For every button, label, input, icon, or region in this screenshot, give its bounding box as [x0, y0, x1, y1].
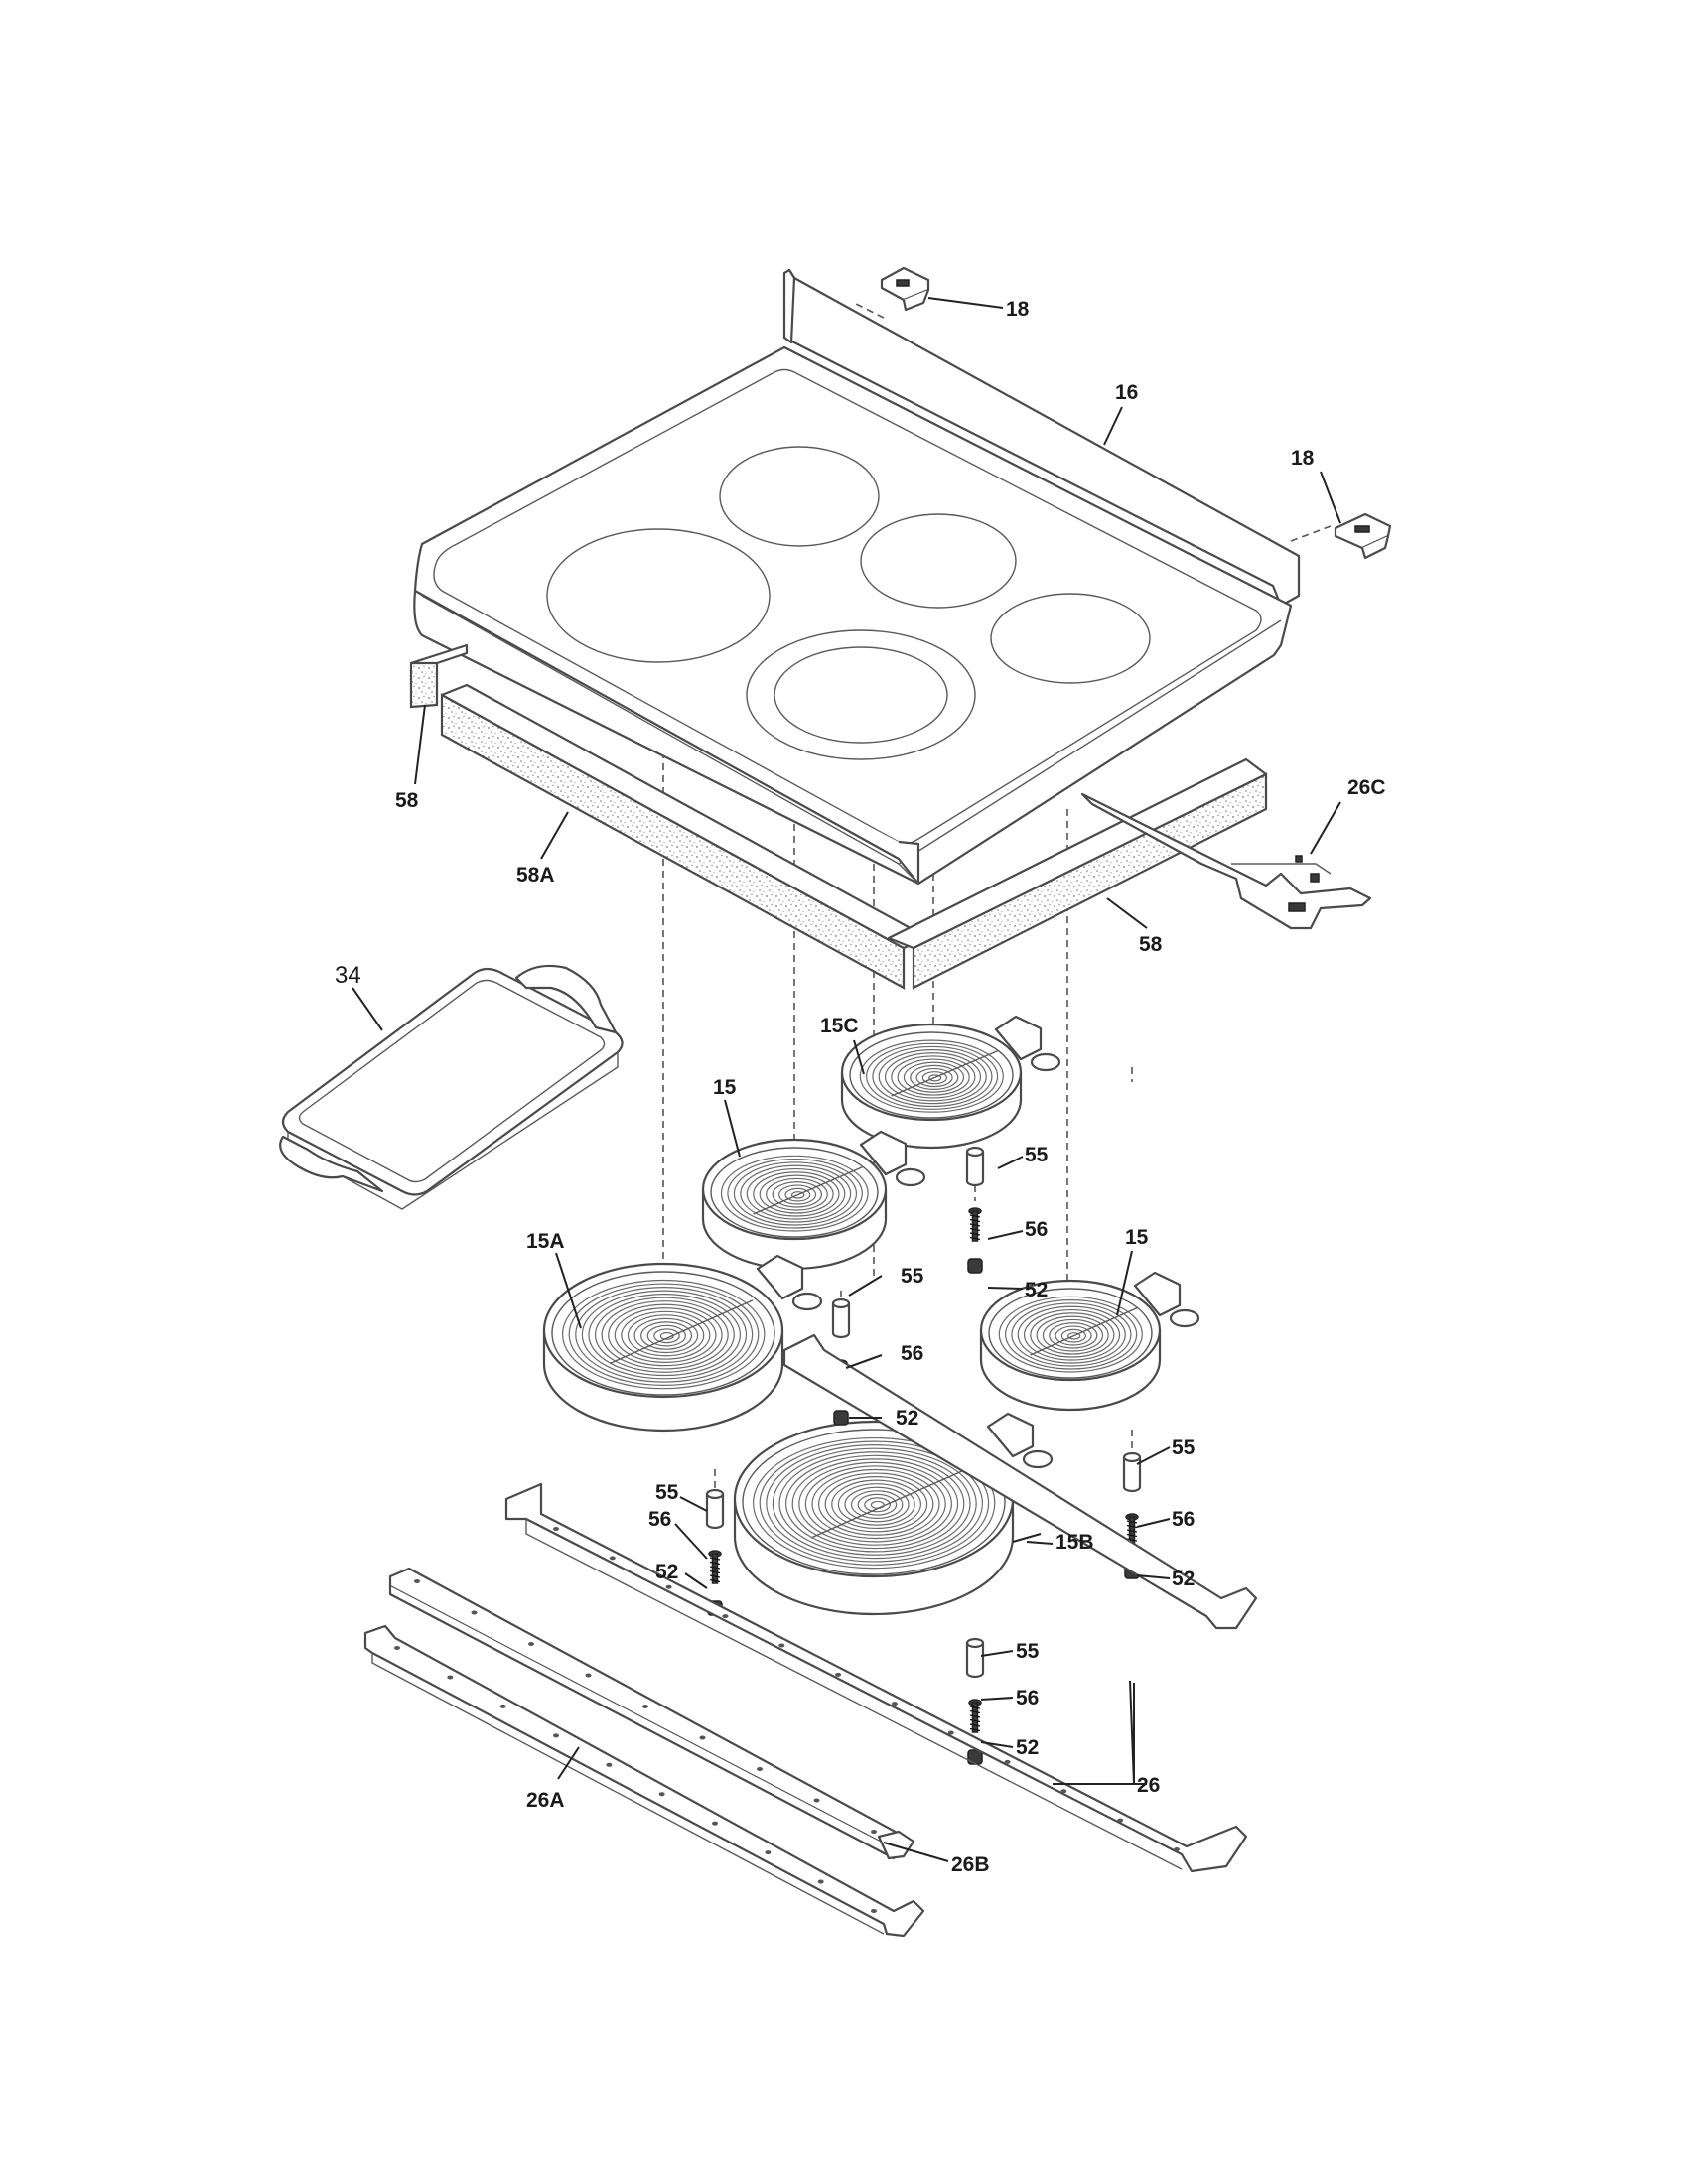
label-52-center: 52 [1025, 1279, 1048, 1301]
label-58-left: 58 [395, 789, 419, 812]
burner-15A [542, 1254, 823, 1433]
rear-bracket-26C [1080, 792, 1372, 930]
part-labels: 18 16 18 58 58A 26C 58 34 15C 15 55 56 5… [335, 298, 1386, 1876]
burner-15B [733, 1412, 1054, 1616]
label-56-right: 56 [1172, 1508, 1195, 1531]
fasteners-left [705, 1488, 725, 1616]
label-52-right: 52 [1172, 1568, 1195, 1590]
leader-lines [352, 297, 1341, 1862]
label-56-bottom: 56 [1016, 1687, 1039, 1709]
label-58A: 58A [516, 864, 555, 887]
label-16: 16 [1115, 381, 1138, 404]
label-15-right: 15 [1125, 1226, 1149, 1249]
label-55-center: 55 [1025, 1144, 1049, 1166]
burner-15C [840, 1015, 1061, 1150]
label-55-middle: 55 [901, 1265, 924, 1288]
label-55-left: 55 [655, 1481, 679, 1504]
label-15A: 15A [526, 1230, 565, 1253]
label-18-top: 18 [1006, 298, 1030, 321]
burner-15-right [979, 1271, 1200, 1412]
support-rail-26-front [504, 1482, 1248, 1873]
burner-elements [542, 1015, 1200, 1616]
label-26A: 26A [526, 1789, 565, 1812]
label-15C: 15C [820, 1015, 859, 1037]
gasket-strip-58-left [409, 643, 469, 709]
label-15-left: 15 [713, 1076, 737, 1099]
label-58-right: 58 [1139, 933, 1163, 956]
label-26C: 26C [1347, 776, 1386, 799]
label-15B: 15B [1055, 1531, 1094, 1554]
label-55-right: 55 [1172, 1436, 1196, 1459]
griddle-34 [279, 964, 624, 1210]
label-56-middle: 56 [901, 1342, 923, 1365]
label-56-center: 56 [1025, 1218, 1048, 1241]
label-56-left: 56 [648, 1508, 671, 1531]
fastener-stacks [705, 1146, 1142, 1765]
label-52-bottom: 52 [1016, 1736, 1039, 1759]
label-34: 34 [335, 962, 361, 989]
label-18-right: 18 [1291, 447, 1315, 470]
label-52-left: 52 [655, 1561, 678, 1583]
support-rail-26A [363, 1624, 925, 1938]
label-52-middle: 52 [896, 1407, 918, 1430]
support-rail-26-rear [782, 1333, 1258, 1630]
burner-15-left [701, 1130, 926, 1271]
fasteners-center [965, 1146, 985, 1274]
hold-down-bracket-18-right [1334, 512, 1392, 560]
support-rail-26B [388, 1567, 915, 1860]
label-55-bottom: 55 [1016, 1640, 1040, 1663]
label-26B: 26B [951, 1853, 990, 1876]
hold-down-bracket-18-top [880, 266, 930, 312]
cooktop-main-top [413, 268, 1301, 886]
label-26: 26 [1137, 1774, 1160, 1797]
